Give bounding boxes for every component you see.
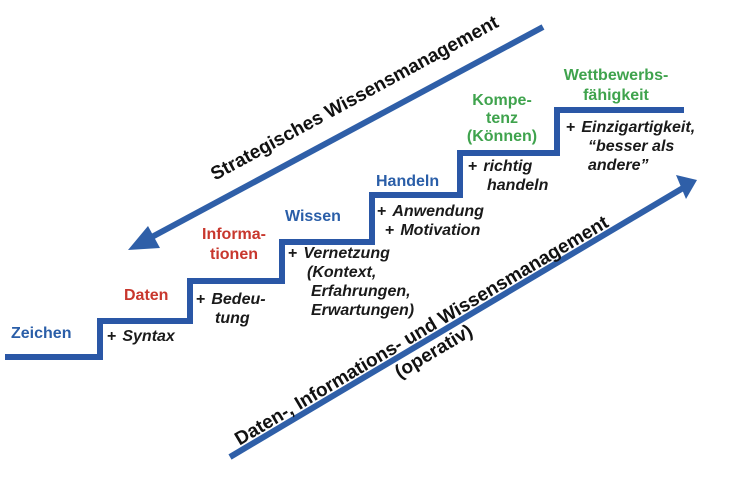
increment-text: richtig — [483, 158, 533, 175]
step-label-kompetenz: Kompe- tenz (Können) — [452, 92, 552, 146]
plus-sign: + — [196, 291, 206, 308]
step-label-daten: Daten — [124, 287, 169, 304]
operative-arrow-head — [676, 175, 697, 199]
strategic-arrow-head — [128, 226, 160, 250]
operative-arrow-shaft — [228, 185, 685, 460]
plus-sign: + — [288, 245, 298, 262]
plus-sign: + — [107, 328, 117, 345]
increment-richtig-handeln: + richtig handeln — [468, 157, 548, 195]
step-label-line: Informa- — [202, 226, 266, 243]
increment-text: tung — [215, 310, 250, 327]
increment-text: Vernetzung — [303, 245, 390, 262]
step-label-line: fähigkeit — [583, 87, 649, 104]
step-label-line: Kompe- — [472, 92, 532, 109]
increment-text: (Kontext, — [307, 264, 377, 281]
increment-text: andere” — [588, 157, 649, 174]
increment-einzigartigkeit: + Einzigartigkeit, “besser als andere” — [566, 118, 695, 175]
increment-text: Erwartungen) — [311, 302, 415, 319]
step-label-wettbewerbsfaehigkeit: Wettbewerbs- fähigkeit — [548, 66, 684, 106]
step-label-wissen: Wissen — [285, 208, 341, 225]
step-label-zeichen: Zeichen — [11, 325, 72, 342]
increment-text: handeln — [487, 177, 549, 194]
increment-text: Motivation — [400, 222, 481, 239]
plus-sign: + — [385, 222, 395, 239]
increment-text: “besser als — [588, 138, 675, 155]
increment-text: Einzigartigkeit, — [581, 119, 696, 136]
increment-text: Erfahrungen, — [311, 283, 411, 300]
staircase-line — [5, 107, 684, 360]
plus-sign: + — [377, 203, 387, 220]
increment-text: Bedeu- — [211, 291, 266, 308]
step-label-line: (Können) — [466, 128, 538, 145]
step-label-line: Wettbewerbs- — [563, 67, 669, 84]
increment-anwendung-motivation: + Anwendung + Motivation — [377, 202, 484, 240]
increment-syntax: + Syntax — [107, 327, 175, 346]
increment-vernetzung: + Vernetzung (Kontext, Erfahrungen, Erwar… — [288, 244, 414, 320]
increment-text: Anwendung — [392, 203, 484, 220]
step-label-line: tionen — [210, 246, 258, 263]
increment-bedeutung: + Bedeu- tung — [196, 290, 266, 328]
plus-sign: + — [566, 119, 576, 136]
step-label-line: tenz — [486, 110, 518, 127]
step-label-informationen: Informa- tionen — [186, 225, 282, 265]
plus-sign: + — [468, 158, 478, 175]
increment-text: Syntax — [122, 328, 175, 345]
step-label-handeln: Handeln — [376, 173, 440, 190]
strategic-arrow-shaft — [148, 24, 545, 241]
